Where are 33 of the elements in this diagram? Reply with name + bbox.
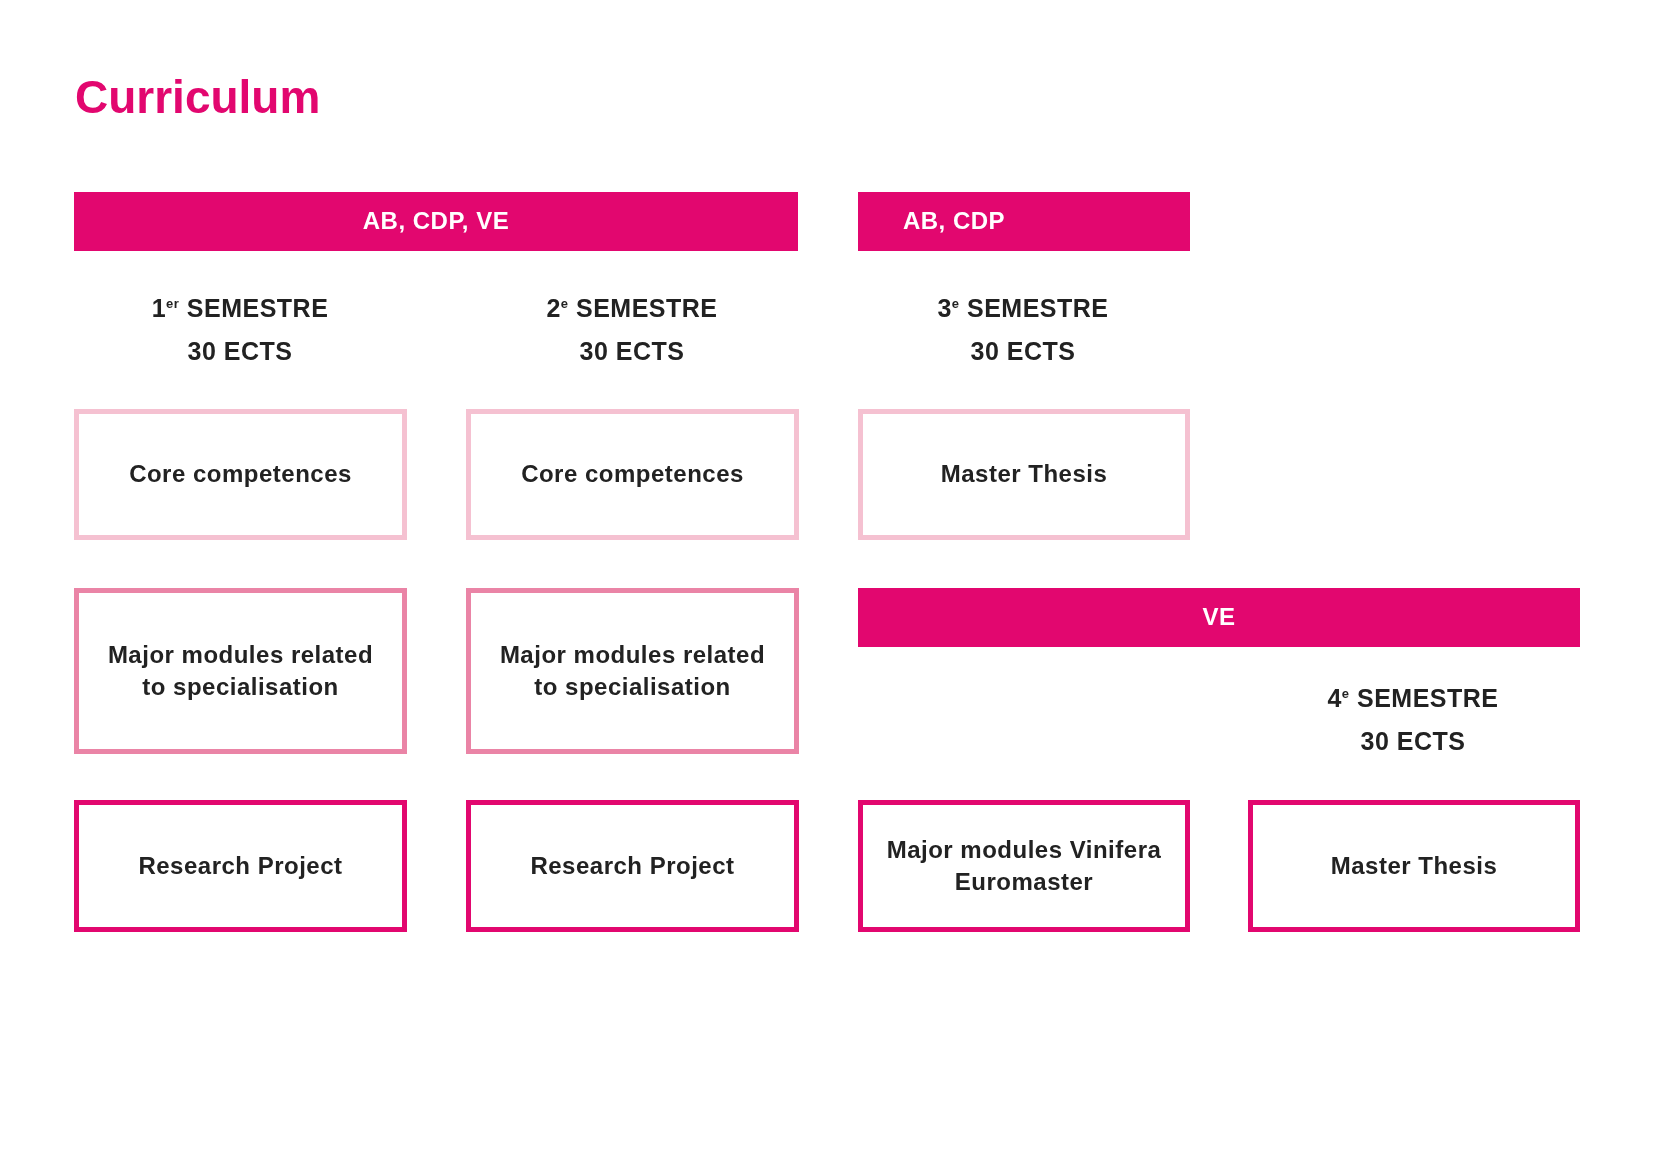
semester-label: 30 ECTS [970, 337, 1076, 366]
module-box [1248, 800, 1580, 932]
module-label: Core competences [129, 459, 352, 490]
module-label: Core competences [521, 459, 744, 490]
header-bar [858, 588, 1580, 647]
module-label: Major modules Vinifera Euromaster [885, 834, 1163, 897]
semester-label: 30 ECTS [187, 337, 293, 366]
module-label: Research Project [530, 850, 735, 881]
module-box [466, 409, 799, 540]
module-label: Major modules related to specialisation [498, 639, 767, 702]
module-box [74, 588, 407, 754]
module-label: Research Project [138, 850, 343, 881]
module-box [74, 409, 407, 540]
bar-label: AB, CDP, VE [362, 206, 510, 237]
module-label: Master Thesis [1330, 850, 1498, 881]
header-bar [74, 192, 798, 251]
module-box [858, 409, 1190, 540]
module-box [74, 800, 407, 932]
module-label: Master Thesis [940, 459, 1108, 490]
semester-label: 4$^{e}$ SEMESTRE [1327, 684, 1499, 713]
module-label: Major modules related to specialisation [106, 639, 375, 702]
semester-label: 30 ECTS [1360, 727, 1466, 756]
header-bar [858, 192, 1190, 251]
module-box [466, 800, 799, 932]
semester-label: 2$^{e}$ SEMESTRE [546, 294, 718, 323]
module-box [466, 588, 799, 754]
bar-label: VE [1202, 602, 1236, 633]
semester-label: 30 ECTS [579, 337, 685, 366]
module-box [858, 800, 1190, 932]
bar-label: AB, CDP [902, 206, 1006, 237]
semester-label: 1$^{er}$ SEMESTRE [151, 294, 329, 323]
semester-label: 3$^{e}$ SEMESTRE [937, 294, 1109, 323]
title: Curriculum [75, 70, 321, 124]
